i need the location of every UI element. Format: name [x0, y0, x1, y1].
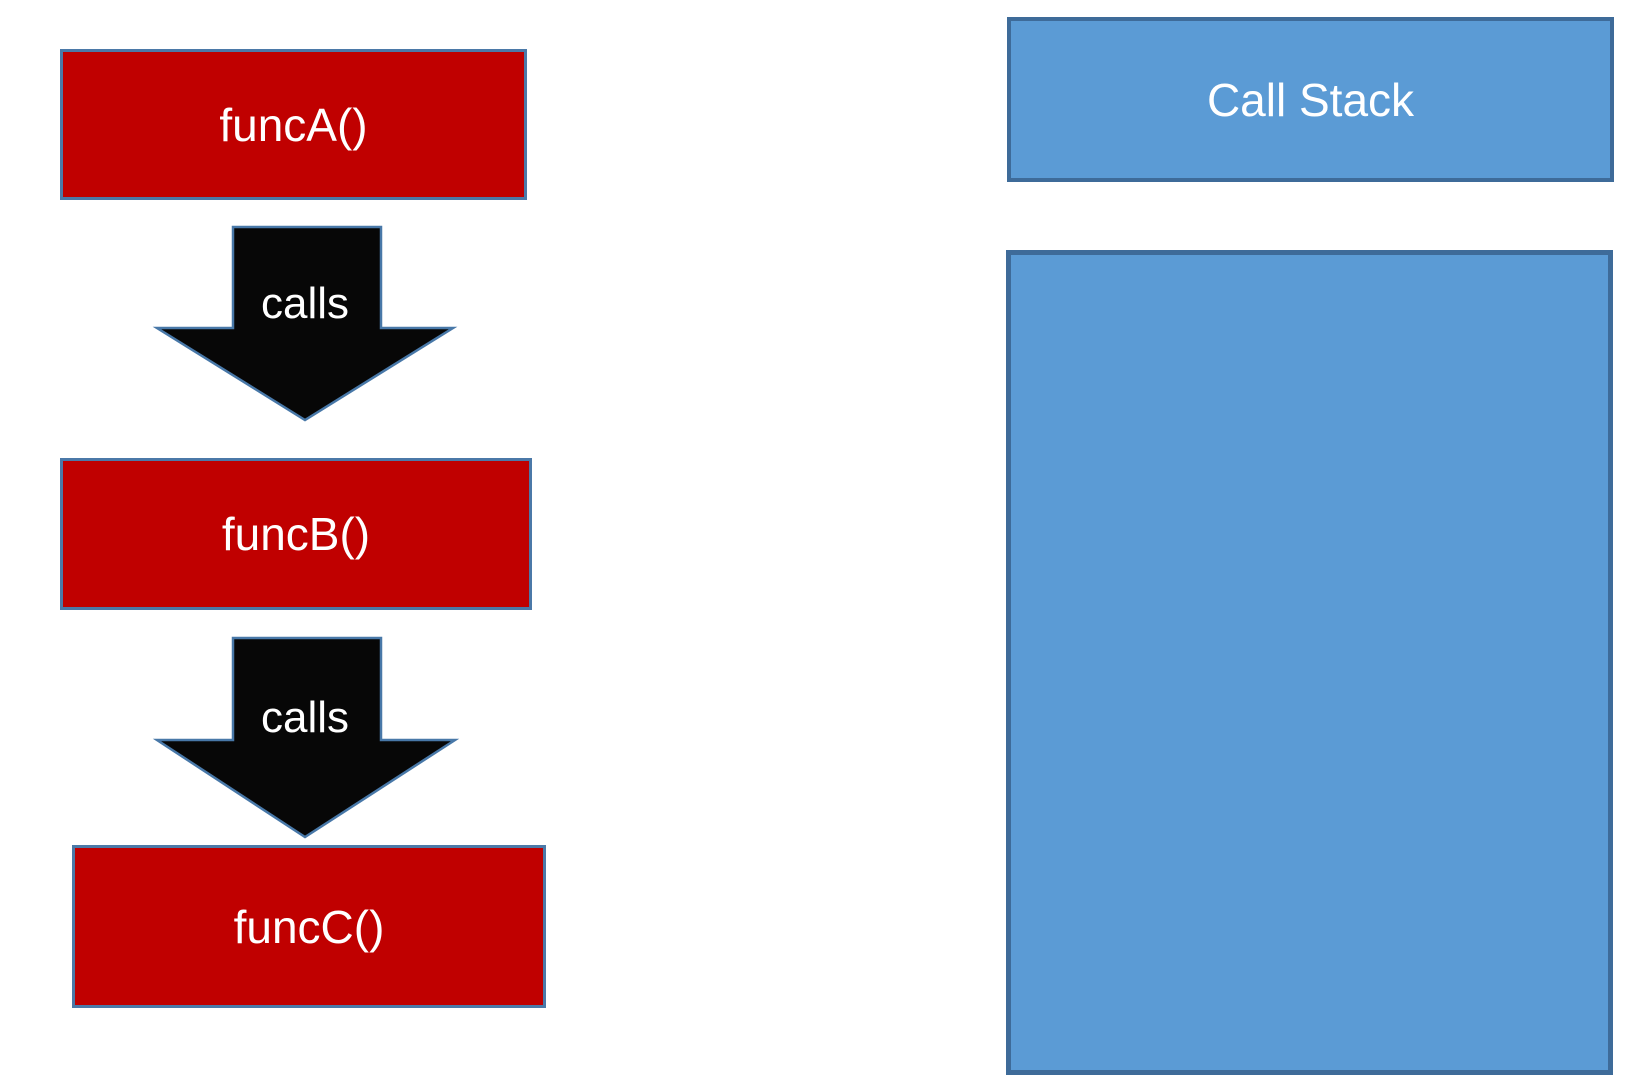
calls-arrow-1-label: calls: [261, 279, 349, 328]
func-c-label: funcC(): [233, 900, 385, 953]
func-a-label: funcA(): [219, 98, 368, 151]
call-stack-area: [1006, 250, 1613, 1075]
func-b-label: funcB(): [221, 508, 371, 560]
calls-arrow-2-label: calls: [261, 693, 349, 742]
calls-arrow-1: calls: [152, 225, 458, 422]
call-stack-title: Call Stack: [1206, 73, 1415, 126]
func-a-box: funcA(): [60, 49, 527, 200]
func-c-box: funcC(): [72, 845, 546, 1008]
down-arrow-icon: [152, 636, 460, 839]
calls-arrow-2: calls: [152, 636, 460, 839]
down-arrow-icon: [152, 225, 458, 422]
call-stack-header: Call Stack: [1007, 17, 1614, 182]
func-b-box: funcB(): [60, 458, 532, 610]
